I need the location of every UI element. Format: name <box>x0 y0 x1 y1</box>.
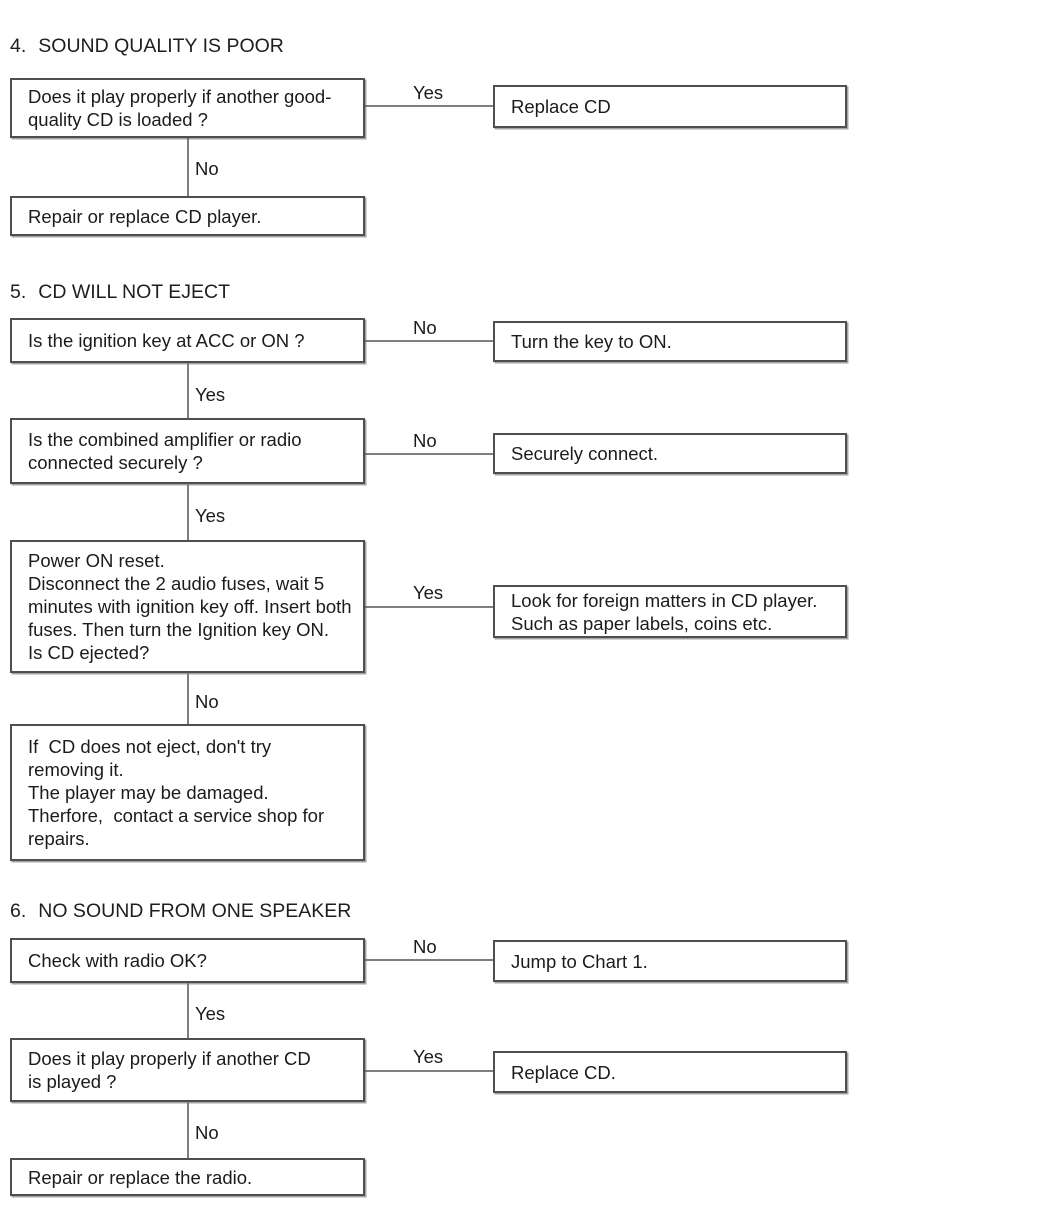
action-box: Look for foreign matters in CD player. S… <box>493 585 847 638</box>
section-5-heading: 5. CD WILL NOT EJECT <box>10 280 230 304</box>
section-number: 4. <box>10 35 27 57</box>
connector-h <box>365 959 493 961</box>
branch-label: No <box>413 317 437 338</box>
section-6-heading: 6. NO SOUND FROM ONE SPEAKER <box>10 899 351 923</box>
branch-label: No <box>413 430 437 451</box>
connector-v <box>187 484 189 540</box>
connector-v <box>187 673 189 724</box>
down-label: Yes <box>195 384 226 405</box>
branch-label: No <box>413 936 437 957</box>
down-label: Yes <box>195 1003 226 1024</box>
connector-h <box>365 453 493 455</box>
section-number: 5. <box>10 281 27 303</box>
question-box: Does it play properly if another CD is p… <box>10 1038 365 1102</box>
terminal-box: If CD does not eject, don't try removing… <box>10 724 365 861</box>
section-4-heading: 4. SOUND QUALITY IS POOR <box>10 34 284 58</box>
action-box: Turn the key to ON. <box>493 321 847 362</box>
section-number: 6. <box>10 900 27 922</box>
section-title: NO SOUND FROM ONE SPEAKER <box>38 900 352 922</box>
question-box: Does it play properly if another good- q… <box>10 78 365 138</box>
connector-h <box>365 105 493 107</box>
action-box: Jump to Chart 1. <box>493 940 847 982</box>
terminal-box: Repair or replace the radio. <box>10 1158 365 1196</box>
connector-v <box>187 363 189 418</box>
connector-v <box>187 138 189 196</box>
connector-h <box>365 340 493 342</box>
connector-v <box>187 983 189 1038</box>
down-label: Yes <box>195 505 226 526</box>
branch-label: Yes <box>413 1046 444 1067</box>
down-label: No <box>195 691 219 712</box>
branch-label: Yes <box>413 582 444 603</box>
connector-h <box>365 606 493 608</box>
question-box: Power ON reset. Disconnect the 2 audio f… <box>10 540 365 673</box>
section-title: CD WILL NOT EJECT <box>38 281 231 303</box>
question-box: Is the ignition key at ACC or ON ? <box>10 318 365 363</box>
terminal-box: Repair or replace CD player. <box>10 196 365 236</box>
branch-label: Yes <box>413 82 444 103</box>
down-label: No <box>195 1122 219 1143</box>
connector-h <box>365 1070 493 1072</box>
action-box: Replace CD. <box>493 1051 847 1093</box>
connector-v <box>187 1102 189 1158</box>
action-box: Securely connect. <box>493 433 847 474</box>
action-box: Replace CD <box>493 85 847 128</box>
question-box: Check with radio OK? <box>10 938 365 983</box>
question-box: Is the combined amplifier or radio conne… <box>10 418 365 484</box>
section-title: SOUND QUALITY IS POOR <box>38 35 284 57</box>
down-label: No <box>195 158 219 179</box>
